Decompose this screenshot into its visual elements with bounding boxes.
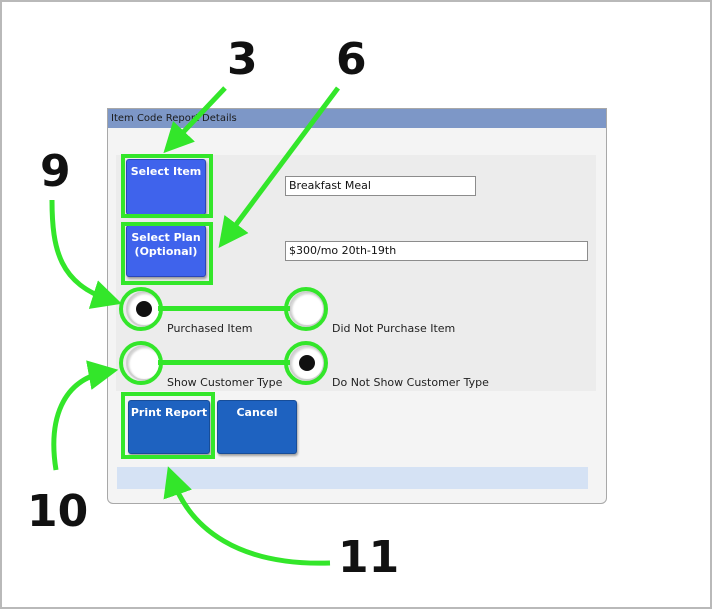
callout-9: 9 [40,146,71,197]
arrow-3 [163,86,227,154]
highlight-line-purchase [158,306,290,311]
dialog-title: Item Code Report Details [108,109,606,128]
arrow-10 [51,360,119,471]
cancel-button[interactable]: Cancel [217,400,297,454]
arrow-11 [163,466,331,566]
callout-3: 3 [227,34,258,85]
arrow-9 [49,199,122,309]
did-not-purchase-radio[interactable] [289,291,325,327]
callout-10: 10 [27,486,89,537]
plan-field[interactable]: $300/mo 20th-19th [285,241,588,261]
callout-6: 6 [336,34,367,85]
item-code-report-dialog: Item Code Report Details Select Item Bre… [107,108,607,504]
did-not-purchase-label: Did Not Purchase Item [332,322,456,335]
radio-selected-dot [136,301,152,317]
show-customer-type-label: Show Customer Type [167,376,283,389]
status-bar [117,467,588,489]
do-not-show-customer-type-label: Do Not Show Customer Type [332,376,489,389]
select-item-button[interactable]: Select Item [126,159,206,215]
do-not-show-customer-type-radio[interactable] [289,345,325,381]
radio-selected-dot [299,355,315,371]
callout-11: 11 [338,532,400,583]
highlight-line-customer-type [158,360,290,365]
arrow-6 [218,86,341,249]
item-field[interactable]: Breakfast Meal [285,176,476,196]
print-report-button[interactable]: Print Report [128,400,210,454]
purchased-item-label: Purchased Item [167,322,253,335]
